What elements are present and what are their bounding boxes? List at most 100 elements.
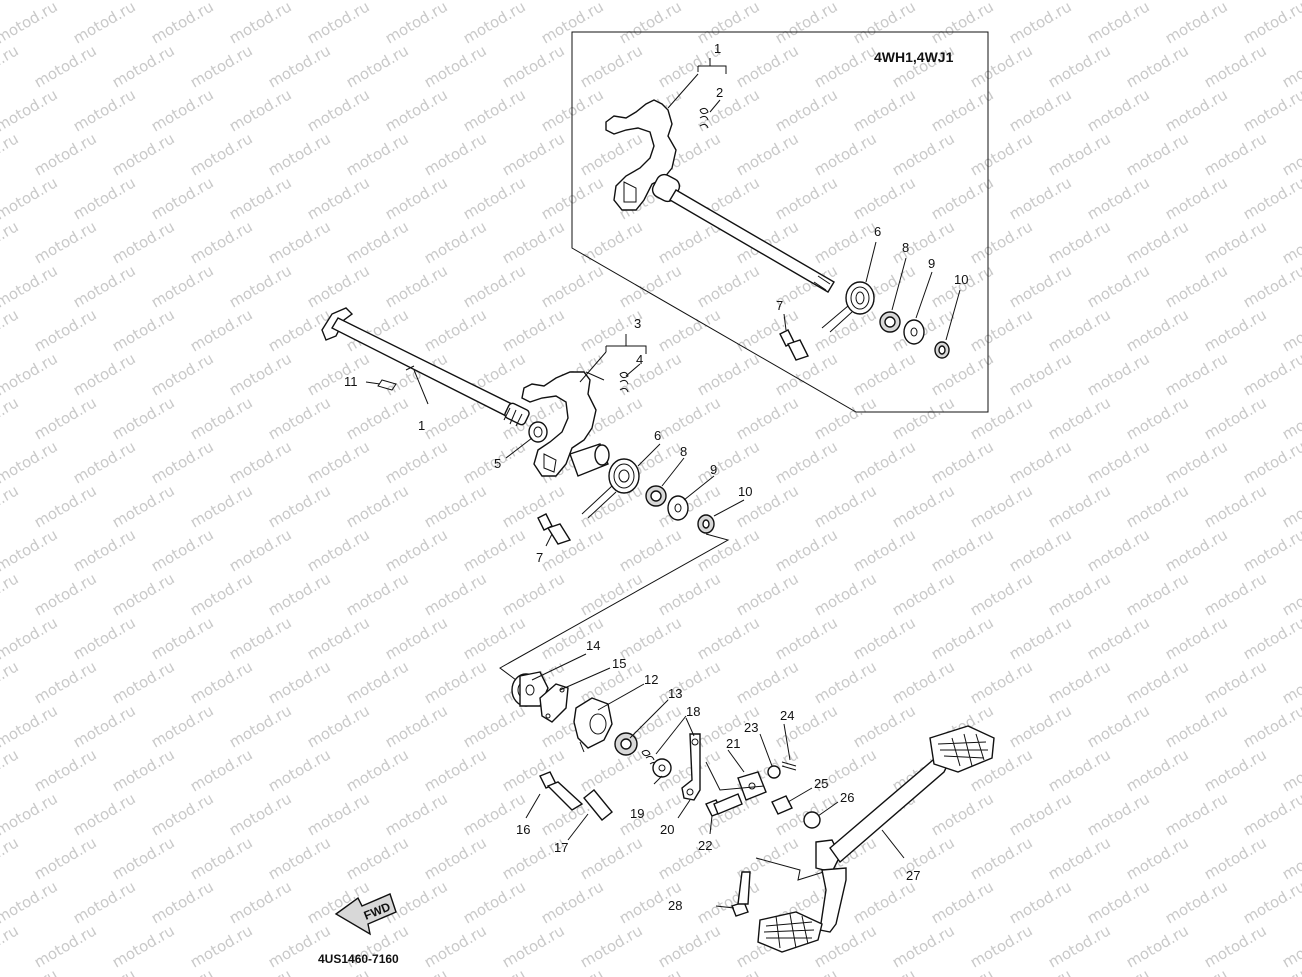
watermark-text: motod.ru <box>187 305 256 355</box>
watermark-text: motod.ru <box>1084 349 1153 399</box>
watermark-text: motod.ru <box>499 921 568 971</box>
watermark-text: motod.ru <box>70 613 139 663</box>
watermark-text: motod.ru <box>460 877 529 927</box>
watermark-text: motod.ru <box>70 965 139 977</box>
callout-27: 27 <box>906 868 920 883</box>
mid-washer-5 <box>528 421 548 443</box>
mid-leaders <box>365 334 745 547</box>
watermark-text: motod.ru <box>889 129 958 179</box>
watermark-text: motod.ru <box>0 877 61 927</box>
watermark-text: motod.ru <box>148 261 217 311</box>
callout-7-inset: 7 <box>776 298 783 313</box>
watermark-text: motod.ru <box>148 437 217 487</box>
inset-frame <box>571 31 989 413</box>
mid-spring-4 <box>619 371 629 393</box>
watermark-text: motod.ru <box>70 525 139 575</box>
watermark-text: motod.ru <box>0 393 22 443</box>
callout-20: 20 <box>660 822 674 837</box>
watermark-text: motod.ru <box>187 393 256 443</box>
watermark-text: motod.ru <box>772 173 841 223</box>
watermark-text: motod.ru <box>421 217 490 267</box>
watermark-text: motod.ru <box>1201 745 1270 795</box>
watermark-text: motod.ru <box>616 965 685 977</box>
watermark-text: motod.ru <box>382 789 451 839</box>
lower-nut-26 <box>803 811 821 829</box>
watermark-text: motod.ru <box>1162 789 1231 839</box>
watermark-text: motod.ru <box>928 613 997 663</box>
watermark-text: motod.ru <box>460 173 529 223</box>
watermark-text: motod.ru <box>1006 173 1075 223</box>
watermark-text: motod.ru <box>382 613 451 663</box>
watermark-text: motod.ru <box>226 0 295 47</box>
watermark-text: motod.ru <box>1006 789 1075 839</box>
watermark-text: motod.ru <box>31 217 100 267</box>
watermark-text: motod.ru <box>460 0 529 47</box>
dashed-alignment-line <box>499 533 730 681</box>
callout-labels: 1 2 6 7 8 9 10 3 4 11 1 5 6 8 9 10 7 14 … <box>344 41 968 913</box>
watermark-text: motod.ru <box>1240 613 1302 663</box>
watermark-text: motod.ru <box>382 261 451 311</box>
watermark-text: motod.ru <box>421 921 490 971</box>
watermark-text: motod.ru <box>772 0 841 47</box>
watermark-text: motod.ru <box>109 833 178 883</box>
inset-leaders <box>667 58 961 341</box>
watermark-text: motod.ru <box>343 745 412 795</box>
watermark-text: motod.ru <box>226 701 295 751</box>
watermark-text: motod.ru <box>1084 613 1153 663</box>
dashed-alignment-line-lower <box>755 857 831 881</box>
mid-circlip-10 <box>697 514 715 534</box>
watermark-text: motod.ru <box>343 657 412 707</box>
watermark-text: motod.ru <box>1162 0 1231 47</box>
watermark-text: motod.ru <box>850 85 919 135</box>
callout-8-mid: 8 <box>680 444 687 459</box>
watermark-text: motod.ru <box>421 569 490 619</box>
watermark-text: motod.ru <box>1279 657 1302 707</box>
watermark-text: motod.ru <box>0 613 61 663</box>
watermark-text: motod.ru <box>538 965 607 977</box>
watermark-text: motod.ru <box>967 481 1036 531</box>
watermark-text: motod.ru <box>811 129 880 179</box>
watermark-text: motod.ru <box>1084 701 1153 751</box>
mid-spring-6 <box>581 458 640 519</box>
watermark-text: motod.ru <box>811 481 880 531</box>
watermark-text: motod.ru <box>31 305 100 355</box>
watermark-text: motod.ru <box>577 481 646 531</box>
watermark-text: motod.ru <box>1240 701 1302 751</box>
watermark-text: motod.ru <box>109 569 178 619</box>
callout-3: 3 <box>634 316 641 331</box>
watermark-text: motod.ru <box>1201 217 1270 267</box>
watermark-text: motod.ru <box>460 261 529 311</box>
watermark-text: motod.ru <box>460 85 529 135</box>
watermark-text: motod.ru <box>889 657 958 707</box>
lower-nut-23 <box>767 765 781 779</box>
watermark-text: motod.ru <box>304 85 373 135</box>
callout-23: 23 <box>744 720 758 735</box>
callout-6-mid: 6 <box>654 428 661 443</box>
watermark-text: motod.ru <box>148 877 217 927</box>
watermark-text: motod.ru <box>1123 569 1192 619</box>
watermark-text: motod.ru <box>226 965 295 977</box>
watermark-text: motod.ru <box>31 921 100 971</box>
watermark-text: motod.ru <box>421 833 490 883</box>
watermark-text: motod.ru <box>1006 701 1075 751</box>
watermark-text: motod.ru <box>655 569 724 619</box>
watermark-text: motod.ru <box>1045 129 1114 179</box>
watermark-text: motod.ru <box>226 261 295 311</box>
callout-11: 11 <box>344 374 358 389</box>
watermark-text: motod.ru <box>421 481 490 531</box>
watermark-text: motod.ru <box>655 393 724 443</box>
watermark-text: motod.ru <box>850 349 919 399</box>
watermark-text: motod.ru <box>31 129 100 179</box>
callout-26: 26 <box>840 790 854 805</box>
watermark-text: motod.ru <box>499 481 568 531</box>
watermark-text: motod.ru <box>1123 745 1192 795</box>
watermark-text: motod.ru <box>811 569 880 619</box>
watermark-text: motod.ru <box>1084 0 1153 47</box>
watermark-text: motod.ru <box>1123 481 1192 531</box>
watermark-text: motod.ru <box>382 0 451 47</box>
watermark-text: motod.ru <box>0 173 61 223</box>
watermark-text: motod.ru <box>850 701 919 751</box>
watermark-text: motod.ru <box>1240 261 1302 311</box>
callout-15: 15 <box>612 656 626 671</box>
watermark-text: motod.ru <box>1162 437 1231 487</box>
